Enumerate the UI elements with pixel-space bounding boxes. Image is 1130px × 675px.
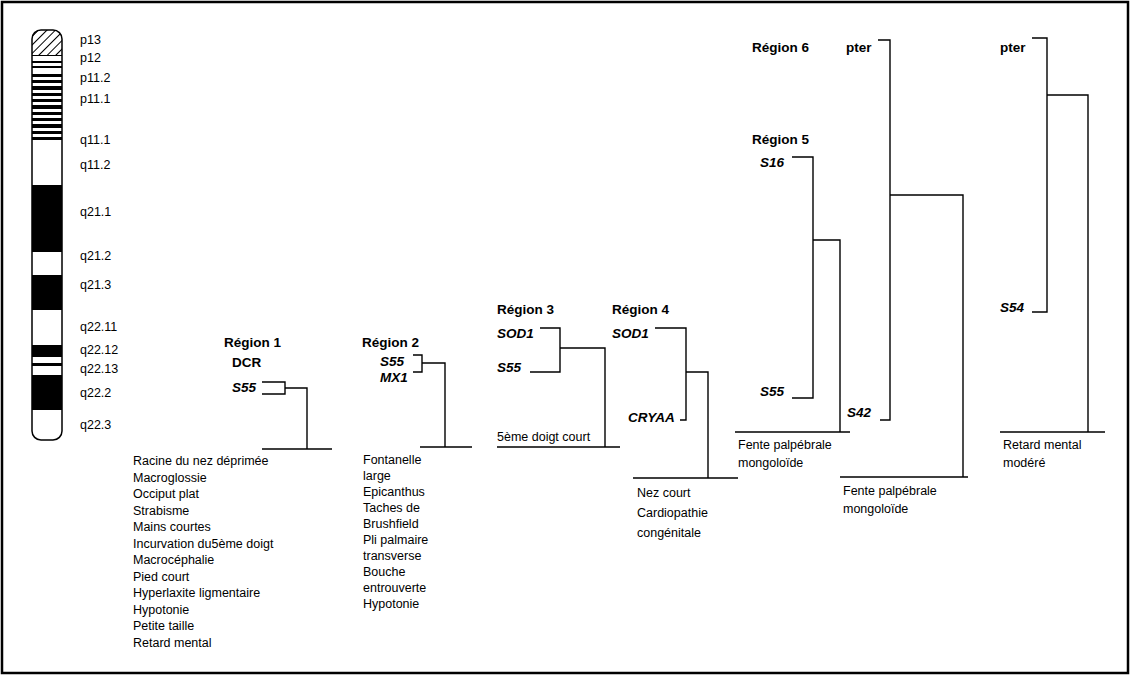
- marker-label: S42: [847, 405, 871, 421]
- region-label: pter: [846, 40, 872, 56]
- phenotype-column: Fontanelle largeEpicanthusTaches de Brus…: [363, 452, 441, 612]
- chromosome-band: [32, 55, 62, 410]
- band-label: q22.11: [80, 319, 117, 335]
- phenotype-label: Mains courtes: [133, 519, 348, 536]
- band-label: q21.1: [80, 204, 111, 220]
- phenotype-label: Hypotonie: [363, 596, 441, 612]
- region-label: Région 2: [362, 335, 419, 351]
- band-label: q22.2: [80, 385, 111, 401]
- region-bracket: [262, 382, 332, 449]
- phenotype-label: Occiput plat: [133, 486, 348, 503]
- phenotype-label: Hyperlaxite ligmentaire: [133, 585, 348, 602]
- phenotype-label: Hypotonie: [133, 602, 348, 619]
- chromosome-ideogram: [32, 30, 62, 440]
- marker-label: MX1: [380, 370, 408, 386]
- marker-label: SOD1: [612, 326, 649, 342]
- region-bracket: [840, 40, 968, 477]
- phenotype-label: Fontanelle large: [363, 452, 441, 484]
- band-label: p13: [80, 32, 101, 48]
- marker-label: CRYAA: [628, 410, 675, 426]
- chromosome-ground: [32, 30, 62, 440]
- region-bracket: [735, 157, 850, 432]
- phenotype-column: Retard mental modéré: [1003, 436, 1107, 472]
- phenotype-label: Retard mental modéré: [1003, 436, 1107, 472]
- chromosome-band: [32, 30, 62, 55]
- marker-label: S55: [760, 384, 784, 400]
- band-label: q21.2: [80, 248, 111, 264]
- phenotype-label: 5ème doigt court: [497, 429, 590, 445]
- phenotype-label: Petite taille: [133, 618, 348, 635]
- marker-label: DCR: [232, 355, 261, 371]
- chromosome-outline: [32, 30, 62, 440]
- region-bracket: [497, 328, 620, 447]
- band-label: q11.1: [80, 132, 110, 148]
- region-label: Région 6: [752, 40, 809, 56]
- band-label: q22.3: [80, 417, 111, 433]
- phenotype-label: Bouche entrouverte: [363, 564, 441, 596]
- region-label: Région 5: [752, 132, 809, 148]
- phenotype-label: Cardiopathie congénitale: [637, 503, 737, 543]
- phenotype-label: Strabisme: [133, 503, 348, 520]
- phenotype-label: Macrocéphalie: [133, 552, 348, 569]
- phenotype-label: Nez court: [637, 483, 737, 503]
- phenotype-column: Nez courtCardiopathie congénitale: [637, 483, 737, 543]
- phenotype-label: Taches de Brushfield: [363, 500, 441, 532]
- marker-label: S54: [1000, 300, 1024, 316]
- region-label: Région 3: [497, 302, 554, 318]
- marker-label: S55: [497, 360, 521, 376]
- region-bracket: [413, 355, 472, 447]
- region-label: Région 1: [224, 335, 281, 351]
- region-bracket: [1000, 38, 1105, 432]
- marker-label: SOD1: [497, 326, 534, 342]
- region-label: pter: [1000, 40, 1026, 56]
- phenotype-column: Fente palpébrale mongoloïde: [738, 436, 846, 472]
- band-label: p11.2: [80, 70, 110, 86]
- phenotype-label: Racine du nez déprimée: [133, 453, 348, 470]
- band-label: q22.12: [80, 342, 118, 358]
- marker-label: S55: [232, 380, 256, 396]
- band-label: q11.2: [80, 157, 110, 173]
- phenotype-label: Fente palpébrale mongoloïde: [843, 482, 961, 518]
- region-bracket: [633, 328, 738, 478]
- phenotype-label: Incurvation du5ème doigt: [133, 536, 348, 553]
- band-label: p11.1: [80, 91, 110, 107]
- phenotype-label: Retard mental: [133, 635, 348, 652]
- region-label: Région 4: [612, 302, 669, 318]
- phenotype-column: Fente palpébrale mongoloïde: [843, 482, 961, 518]
- band-label: q22.13: [80, 361, 118, 377]
- phenotype-label: Epicanthus: [363, 484, 441, 500]
- phenotype-column: Racine du nez dépriméeMacroglossieOccipu…: [133, 453, 348, 651]
- phenotype-label: Fente palpébrale mongoloïde: [738, 436, 846, 472]
- phenotype-label: Pli palmaire transverse: [363, 532, 441, 564]
- phenotype-label: Macroglossie: [133, 470, 348, 487]
- marker-label: S16: [760, 155, 784, 171]
- marker-label: S55: [380, 354, 404, 370]
- phenotype-label: Pied court: [133, 569, 348, 586]
- band-label: q21.3: [80, 277, 111, 293]
- band-label: p12: [80, 50, 101, 66]
